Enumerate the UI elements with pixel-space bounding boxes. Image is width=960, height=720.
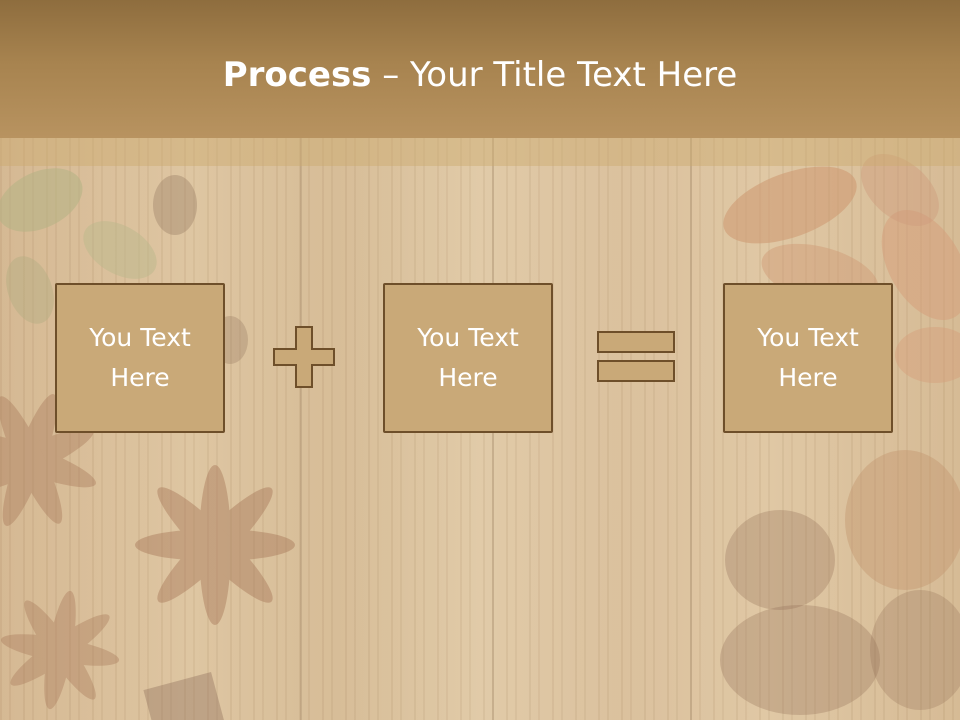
plank-seam (690, 138, 692, 720)
clove-cluster (720, 605, 880, 715)
plank-seam (300, 138, 302, 720)
title-band-fade (0, 138, 960, 166)
equals-icon (597, 331, 675, 382)
star-anise (0, 590, 120, 710)
process-box-3[interactable]: You Text Here (723, 283, 893, 433)
title-band (0, 0, 960, 138)
process-box-label: You Text Here (417, 323, 519, 392)
clove-cluster (870, 590, 960, 710)
almond (881, 210, 960, 320)
process-box-1[interactable]: You Text Here (55, 283, 225, 433)
almond (895, 327, 960, 383)
almond (861, 153, 939, 227)
process-box-2[interactable]: You Text Here (383, 283, 553, 433)
cardamom-pod (6, 256, 54, 324)
clove-cluster (725, 510, 835, 610)
process-box-label: You Text Here (89, 323, 191, 392)
coffee-bean (153, 175, 197, 235)
title-bold-part: Process (222, 55, 372, 95)
almond (723, 166, 857, 244)
cardamom-pod (83, 221, 157, 279)
slide-title[interactable]: Process – Your Title Text Here (0, 52, 960, 98)
star-anise (135, 465, 295, 625)
walnut (845, 450, 960, 590)
title-rest-part: – Your Title Text Here (371, 55, 738, 95)
plus-icon (273, 326, 335, 388)
star-anise (0, 394, 96, 526)
process-box-label: You Text Here (757, 323, 859, 392)
chocolate-piece (143, 671, 227, 720)
cardamom-pod (0, 168, 83, 232)
